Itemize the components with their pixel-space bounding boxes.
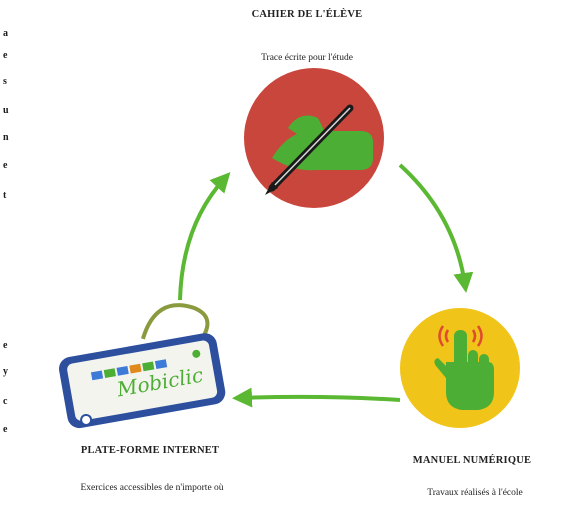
- hand-touch-icon: [434, 325, 494, 410]
- manuel-title: MANUEL NUMÉRIQUE: [412, 455, 532, 466]
- cahier-subtitle: Trace écrite pour l'étude: [261, 53, 353, 63]
- arrow-plateforme-to-cahier: [178, 172, 231, 301]
- cahier-title: CAHIER DE L'ÉLÈVE: [251, 9, 363, 20]
- arrow-cahier-to-manuel: [398, 163, 474, 293]
- edge-char: s: [3, 76, 7, 87]
- cahier-node: [244, 68, 384, 208]
- hand-writing-pen-icon: [265, 104, 373, 195]
- plateforme-node: [59, 303, 226, 429]
- edge-char: n: [3, 132, 9, 143]
- edge-char: u: [3, 105, 9, 116]
- edge-char: t: [3, 190, 7, 201]
- edge-char: y: [3, 366, 8, 377]
- plateforme-title: PLATE-FORME INTERNET: [80, 445, 220, 456]
- manuel-subtitle: Travaux réalisés à l'école: [427, 488, 523, 498]
- plateforme-subtitle: Exercices accessibles de n'importe où: [80, 483, 224, 493]
- manuel-node: [400, 308, 520, 428]
- edge-char: e: [3, 340, 8, 351]
- edge-char: e: [3, 424, 8, 435]
- edge-char: a: [3, 28, 8, 39]
- edge-char: e: [3, 50, 8, 61]
- edge-char: c: [3, 396, 8, 407]
- edge-char: e: [3, 160, 8, 171]
- usb-key-icon: [59, 303, 226, 429]
- arrow-manuel-to-plateforme: [232, 387, 401, 408]
